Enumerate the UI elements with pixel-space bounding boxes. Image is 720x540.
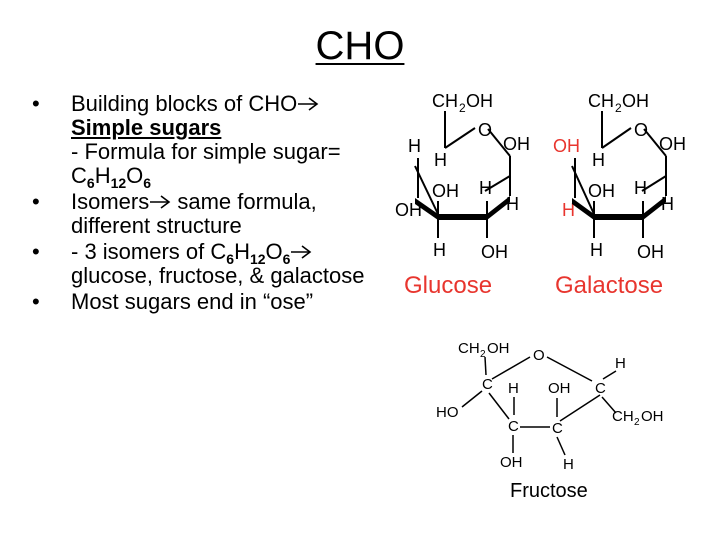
svg-text:H: H — [562, 200, 575, 220]
formula-line: - Formula for simple sugar= C6H12O6 — [71, 139, 341, 191]
svg-text:H: H — [508, 380, 519, 397]
svg-text:H: H — [479, 178, 492, 198]
svg-text:O: O — [634, 120, 648, 140]
svg-text:H: H — [433, 240, 446, 260]
svg-text:H: H — [634, 178, 647, 198]
svg-text:C: C — [482, 376, 493, 393]
slide-title: CHO — [315, 24, 405, 68]
svg-text:CH: CH — [458, 340, 480, 357]
svg-text:OH: OH — [481, 242, 508, 262]
bullet-list: • Building blocks of CHO Simple sugars -… — [28, 92, 388, 314]
svg-text:H: H — [592, 150, 605, 170]
bullet-dot: • — [32, 91, 40, 116]
svg-text:CH: CH — [588, 91, 614, 111]
svg-text:H: H — [615, 355, 626, 372]
bullet-dot: • — [32, 289, 40, 314]
svg-text:OH: OH — [553, 136, 580, 156]
svg-text:2: 2 — [615, 101, 622, 115]
bullet-isomers: • Isomers same formula, different struct… — [32, 189, 317, 238]
svg-text:OH: OH — [395, 200, 422, 220]
svg-text:C: C — [508, 418, 519, 435]
svg-text:H: H — [590, 240, 603, 260]
svg-text:OH: OH — [432, 181, 459, 201]
arrow-right-icon — [150, 195, 171, 209]
glucose-label: Glucose — [404, 272, 492, 299]
svg-text:CH: CH — [432, 91, 458, 111]
simple-sugars-label: Simple sugars — [71, 115, 222, 140]
svg-text:HO: HO — [436, 404, 459, 421]
svg-text:O: O — [478, 120, 492, 140]
svg-text:2: 2 — [459, 101, 466, 115]
svg-text:H: H — [563, 456, 574, 473]
bullet-ose: • Most sugars end in “ose” — [32, 289, 314, 314]
svg-text:OH: OH — [588, 181, 615, 201]
svg-text:OH: OH — [622, 91, 649, 111]
bullet-three-isomers: • - 3 isomers of C6H12O6 glucose, fructo… — [32, 239, 365, 288]
fructose-label: Fructose — [510, 480, 588, 502]
svg-text:OH: OH — [487, 340, 510, 357]
svg-text:2: 2 — [480, 349, 486, 360]
galactose-label: Galactose — [555, 272, 663, 299]
arrow-right-icon — [291, 245, 312, 259]
svg-text:OH: OH — [659, 134, 686, 154]
bullet-dot: • — [32, 239, 40, 264]
svg-text:OH: OH — [503, 134, 530, 154]
svg-text:OH: OH — [466, 91, 493, 111]
svg-text:H: H — [506, 194, 519, 214]
svg-text:OH: OH — [548, 380, 571, 397]
svg-text:2: 2 — [634, 417, 640, 428]
svg-text:O: O — [533, 347, 545, 364]
bullet-building-blocks: • Building blocks of CHO Simple sugars — [28, 92, 388, 140]
svg-text:OH: OH — [500, 454, 523, 471]
bullet-dot: • — [32, 189, 40, 214]
svg-text:CH: CH — [612, 408, 634, 425]
svg-text:H: H — [434, 150, 447, 170]
svg-text:H: H — [408, 136, 421, 156]
svg-text:C: C — [552, 420, 563, 437]
svg-text:OH: OH — [641, 408, 664, 425]
svg-text:C: C — [595, 380, 606, 397]
arrow-right-icon — [298, 97, 319, 111]
svg-text:OH: OH — [637, 242, 664, 262]
